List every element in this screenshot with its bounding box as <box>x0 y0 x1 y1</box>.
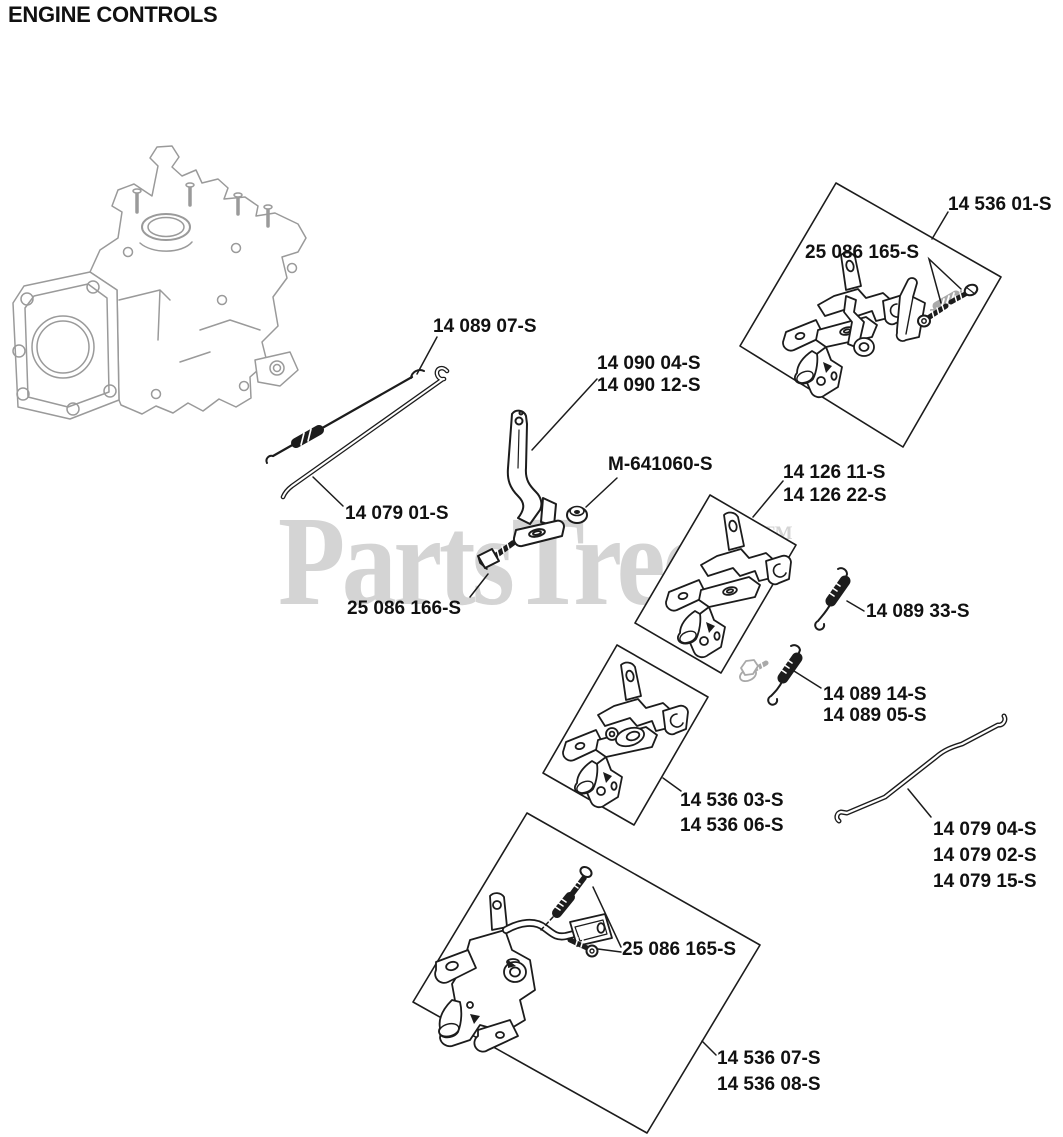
machine-screw-drawing <box>917 303 949 328</box>
part-label-14536-01: 14 536 01-S <box>948 193 1052 216</box>
part-number: 14 536 07-S <box>717 1048 821 1069</box>
part-number: 14 126 11-S <box>783 462 886 483</box>
part-label-25086-165-upper: 25 086 165-S <box>805 241 919 264</box>
part-label-14536-07: 14 536 07-S 14 536 08-S <box>717 1046 821 1098</box>
part-label-14079-04: 14 079 04-S 14 079 02-S 14 079 15-S <box>933 817 1037 895</box>
engine-crankcase-drawing <box>12 145 307 420</box>
part-number: 14 089 14-S <box>823 684 927 705</box>
part-number: 14 536 03-S <box>680 790 784 811</box>
machine-screw-lower-drawing <box>567 937 599 958</box>
part-number: 25 086 166-S <box>347 598 462 619</box>
part-label-14089-33: 14 089 33-S <box>866 600 970 623</box>
part-label-25086-165-lower: 25 086 165-S <box>622 938 736 961</box>
part-number: 14 536 08-S <box>717 1074 821 1095</box>
control-assembly-14536-07-drawing <box>434 865 613 1053</box>
part-label-25086-166: 25 086 166-S <box>347 597 461 620</box>
part-number: M-641060-S <box>608 454 713 475</box>
flange-bolt-gray-drawing <box>739 659 769 683</box>
part-label-14079-01: 14 079 01-S <box>345 502 449 525</box>
part-number: 14 079 01-S <box>345 503 449 524</box>
leader-lines <box>312 211 962 1056</box>
part-label-14126: 14 126 11-S 14 126 22-S <box>783 461 887 507</box>
part-label-14090: 14 090 04-S 14 090 12-S <box>597 353 701 397</box>
part-number: 14 089 07-S <box>433 316 537 337</box>
part-label-14089-14: 14 089 14-S 14 089 05-S <box>823 684 927 726</box>
part-number: 14 536 06-S <box>680 815 784 836</box>
part-number: 14 079 15-S <box>933 871 1037 892</box>
grommet-drawing <box>566 505 588 524</box>
square-head-bolt-drawing <box>477 540 516 570</box>
governor-spring-14-drawing <box>767 644 803 706</box>
part-label-14536-03: 14 536 03-S 14 536 06-S <box>680 788 784 838</box>
part-label-m641060: M-641060-S <box>608 453 713 476</box>
governor-spring-rod-drawing <box>265 369 425 464</box>
part-number: 14 089 33-S <box>866 601 970 622</box>
part-number: 14 090 04-S <box>597 353 701 374</box>
callout-panel-middle <box>634 494 797 674</box>
governor-spring-33-drawing <box>814 567 851 631</box>
shoulder-bolt-drawing <box>540 865 593 931</box>
throttle-link-rod-drawing <box>280 365 450 500</box>
throttle-lever-drawing <box>506 409 565 548</box>
part-number: 25 086 165-S <box>805 242 920 263</box>
part-number: 25 086 165-S <box>622 939 737 960</box>
part-label-14089-07: 14 089 07-S <box>433 315 537 338</box>
control-bracket-14536-03-drawing <box>562 661 689 809</box>
throttle-rod-long-drawing <box>834 713 1008 824</box>
part-number: 14 536 01-S <box>948 194 1052 215</box>
part-number: 14 089 05-S <box>823 705 927 726</box>
part-number: 14 079 02-S <box>933 845 1037 866</box>
page-title: ENGINE CONTROLS <box>8 2 218 27</box>
callout-panel-upper-right <box>739 182 1002 448</box>
hex-bolt-drawing <box>948 283 979 305</box>
part-number: 14 126 22-S <box>783 485 887 506</box>
control-assembly-14536-01-drawing <box>782 251 979 399</box>
part-number: 14 090 12-S <box>597 375 701 396</box>
part-number: 14 079 04-S <box>933 819 1037 840</box>
